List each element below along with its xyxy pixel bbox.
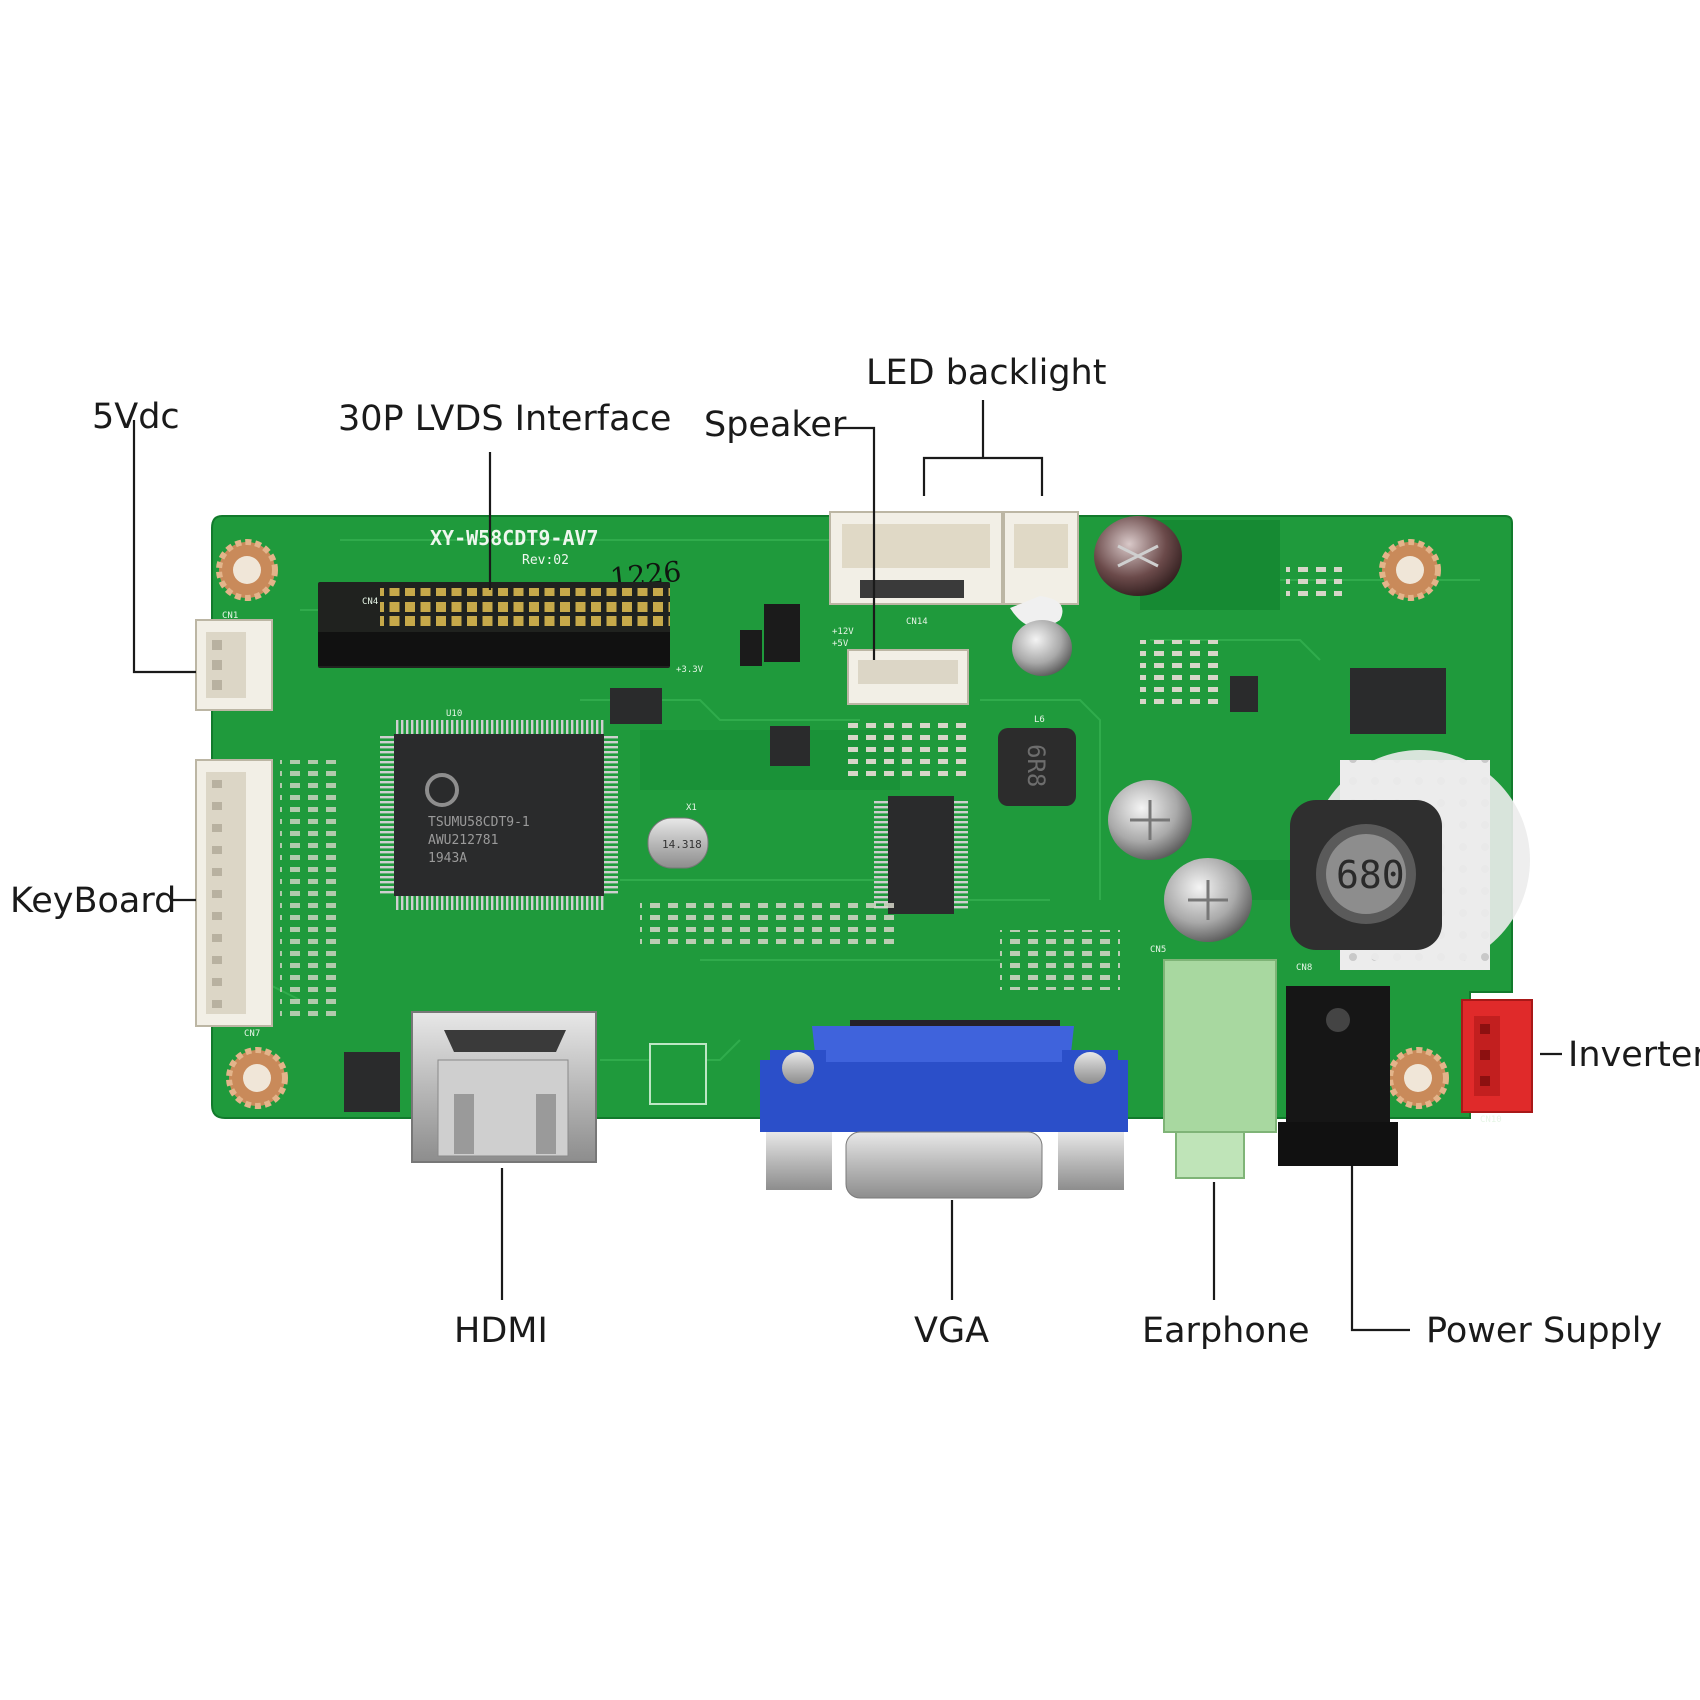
chip-marking-2: AWU212781 — [428, 833, 498, 848]
crystal-marking: 14.318 — [662, 838, 702, 851]
u11-outline — [649, 1043, 707, 1105]
regulator-chip — [770, 726, 810, 766]
cn8-label: CN8 — [1296, 963, 1312, 973]
leader-speaker — [838, 426, 876, 660]
mounting-hole-bottom-left — [226, 1047, 288, 1109]
x1-label: X1 — [686, 803, 697, 813]
cn4-label: CN4 — [362, 597, 378, 607]
mounting-hole-top-right — [1379, 539, 1441, 601]
connector-keyboard: CN7 — [195, 759, 273, 1039]
v33-label: +3.3V — [676, 665, 704, 675]
u10-label: U10 — [446, 709, 462, 719]
connector-5vdc: CN1 — [195, 611, 273, 711]
label-power-supply: Power Supply — [1426, 1311, 1662, 1351]
power-mosfet — [1350, 668, 1446, 734]
inductor-large: 680 — [1290, 750, 1530, 970]
l6-label: L6 — [1034, 715, 1045, 725]
connector-power-jack: CN8 — [1278, 963, 1398, 1166]
leader-power — [1350, 1166, 1410, 1332]
rev-silkscreen: Rev:02 — [522, 553, 569, 568]
cn5-label: CN5 — [1150, 945, 1166, 955]
model-silkscreen: XY-W58CDT9-AV7 — [430, 526, 599, 550]
callout-labels: 5Vdc 30P LVDS Interface Speaker LED back… — [10, 353, 1700, 1351]
chip-marking-1: TSUMU58CDT9-1 — [428, 815, 530, 830]
label-5vdc: 5Vdc — [92, 397, 180, 437]
inductor-small: 6R8 — [998, 728, 1076, 806]
chip-marking-3: 1943A — [428, 851, 467, 866]
main-scaler-chip: TSUMU58CDT9-1 AWU212781 1943A U10 — [380, 709, 618, 910]
eeprom-chip — [610, 688, 662, 724]
cn10-label: CN10 — [1480, 1115, 1502, 1125]
crystal-oscillator: 14.318 X1 — [647, 803, 709, 869]
smd-passives-row — [640, 900, 900, 950]
inductor-large-marking: 680 — [1336, 853, 1405, 897]
mounting-hole-bottom-right — [1387, 1047, 1449, 1109]
connector-hdmi — [411, 1011, 597, 1163]
cn14-label: CN14 — [906, 617, 928, 627]
smd-right-top — [1286, 560, 1342, 596]
capacitor-small: L6 — [1012, 620, 1072, 725]
connector-vga — [760, 1020, 1128, 1199]
leader-led-bracket — [922, 456, 1044, 496]
lvds-header: CN4 — [318, 582, 670, 668]
label-hdmi: HDMI — [454, 1311, 548, 1351]
connector-speaker: +12V +5V +3.3V — [676, 627, 969, 705]
leader-5vdc — [132, 420, 196, 674]
inductor-small-marking: 6R8 — [1022, 744, 1050, 787]
callout-leaders — [132, 400, 1562, 1332]
capacitor-lower — [1164, 858, 1252, 942]
label-lvds: 30P LVDS Interface — [338, 399, 671, 439]
mounting-hole-top-left — [216, 539, 278, 601]
label-led-backlight: LED backlight — [866, 353, 1106, 393]
hdmi-switch-chip — [344, 1052, 400, 1112]
jumper-block-small — [740, 630, 762, 666]
label-keyboard: KeyBoard — [10, 881, 176, 921]
connector-led-backlight: CN14 — [829, 511, 1079, 627]
connector-inverter: CN10 — [1461, 999, 1533, 1125]
connector-earphone: CN5 — [1150, 945, 1277, 1179]
smd-right-mid — [1140, 640, 1220, 710]
label-vga: VGA — [914, 1311, 989, 1351]
capacitor-top — [1094, 516, 1182, 596]
smd-capacitor-array — [840, 720, 970, 780]
smd-resistor-array — [280, 760, 340, 1020]
cn1-label: CN1 — [222, 611, 238, 621]
capacitor-middle — [1108, 780, 1192, 860]
smd-passives-lower — [1000, 930, 1120, 990]
label-earphone: Earphone — [1142, 1311, 1309, 1351]
audio-amplifier-chip — [874, 796, 968, 914]
glue-blob — [1010, 596, 1063, 628]
label-speaker: Speaker — [704, 405, 847, 445]
jumper-block — [764, 604, 800, 662]
power-ic — [1230, 676, 1258, 712]
v5-label: +5V — [832, 639, 849, 649]
cn7-label: CN7 — [244, 1029, 260, 1039]
v12-label: +12V — [832, 627, 854, 637]
label-inverter: Inverter — [1568, 1035, 1700, 1075]
